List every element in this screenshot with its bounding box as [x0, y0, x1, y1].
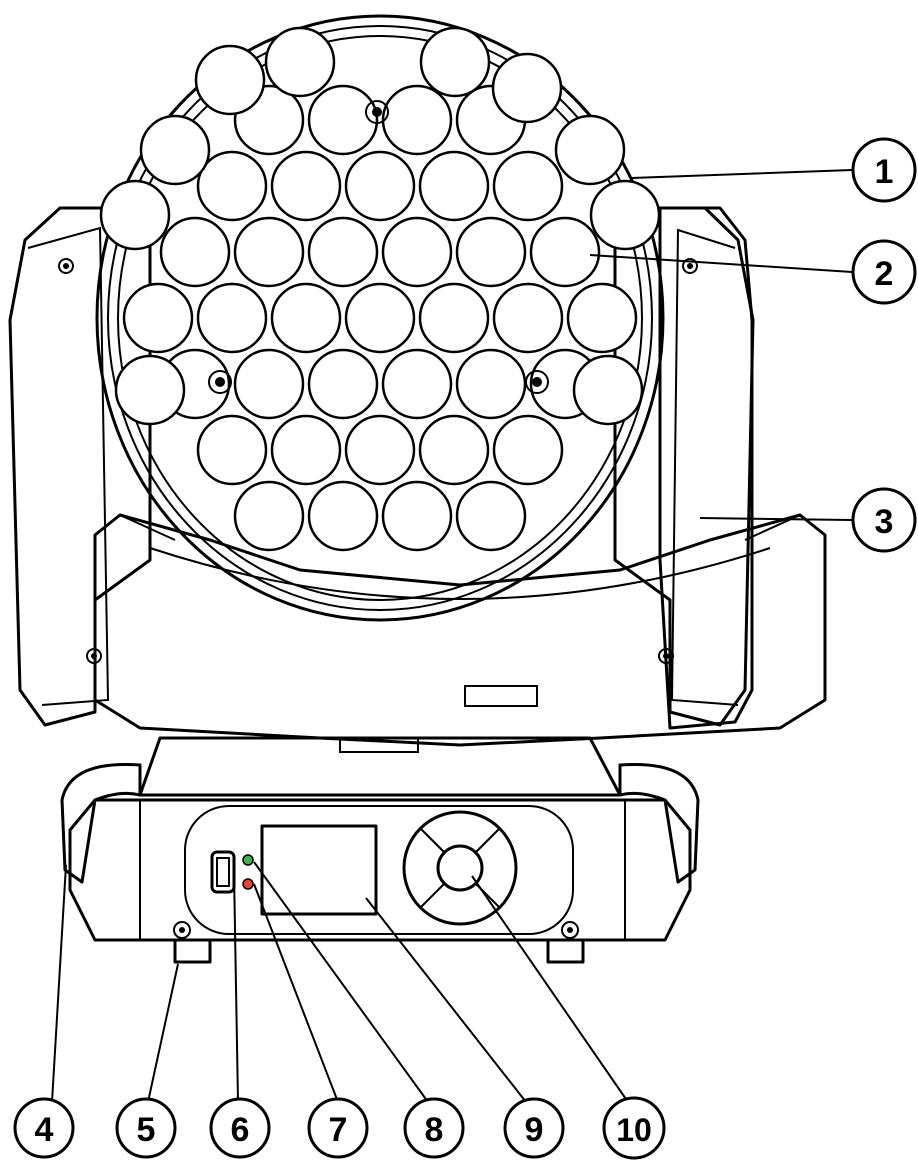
right-handle [618, 762, 700, 884]
screws [58, 258, 698, 664]
led-lens [572, 354, 644, 426]
svg-text:5: 5 [137, 1111, 156, 1149]
led-lens [381, 480, 453, 552]
led-lens [264, 26, 336, 98]
led-lens [139, 114, 211, 186]
led-lens [381, 348, 453, 420]
base [60, 736, 700, 964]
led-lens [307, 216, 379, 288]
led-lens [492, 150, 564, 222]
foot-left [173, 938, 212, 964]
led-lens [554, 114, 626, 186]
callout-2: 2 [851, 239, 917, 305]
callout-9: 9 [503, 1097, 565, 1159]
led-lens [270, 414, 342, 486]
led-lens [196, 414, 268, 486]
svg-text:9: 9 [525, 1111, 544, 1149]
led-lens [270, 150, 342, 222]
led-lens [492, 414, 564, 486]
callout-3: 3 [851, 487, 917, 553]
led-lens [418, 414, 490, 486]
led-lens [114, 354, 186, 426]
led-lens [196, 150, 268, 222]
svg-text:7: 7 [329, 1111, 348, 1149]
svg-text:10: 10 [616, 1112, 652, 1148]
led-lens [491, 52, 563, 124]
foot-right [546, 938, 585, 964]
left-handle [60, 762, 142, 884]
navigation-pad [402, 810, 518, 926]
svg-text:8: 8 [425, 1111, 444, 1149]
led-lens [233, 480, 305, 552]
led-lens [418, 282, 490, 354]
led-lens [455, 348, 527, 420]
enter-button [436, 844, 484, 892]
control-panel [184, 805, 574, 935]
led-lens [307, 84, 379, 156]
svg-text:6: 6 [231, 1111, 250, 1149]
callout-1: 1 [851, 137, 917, 203]
led-lens [455, 216, 527, 288]
led-lens [194, 44, 266, 116]
led-lens [566, 282, 638, 354]
led-lens [159, 216, 231, 288]
led-lens [233, 216, 305, 288]
leader-lines [51, 169, 853, 1103]
led-lens [307, 480, 379, 552]
led-lens [381, 216, 453, 288]
yoke [8, 206, 827, 747]
status-led-green [242, 854, 254, 866]
led-lens [455, 480, 527, 552]
callout-10: 10 [602, 1096, 666, 1160]
lcd-display [260, 824, 378, 916]
yoke-slot [464, 685, 538, 707]
svg-text:4: 4 [35, 1111, 54, 1149]
callout-4: 4 [13, 1097, 75, 1159]
led-lens [270, 282, 342, 354]
led-lens [589, 179, 661, 251]
led-lens [344, 282, 416, 354]
led-lens [196, 282, 268, 354]
svg-text:1: 1 [875, 153, 894, 191]
svg-text:2: 2 [875, 255, 894, 293]
led-lens [122, 282, 194, 354]
led-lens [419, 26, 491, 98]
callout-6: 6 [209, 1097, 271, 1159]
led-lens [381, 84, 453, 156]
led-lens [233, 348, 305, 420]
callout-5: 5 [115, 1097, 177, 1159]
head-screws [208, 100, 549, 394]
led-lens [492, 282, 564, 354]
led-lens [529, 216, 601, 288]
led-lens [344, 414, 416, 486]
led-lens [344, 150, 416, 222]
svg-text:3: 3 [875, 503, 894, 541]
callout-7: 7 [307, 1097, 369, 1159]
led-lens [418, 150, 490, 222]
led-lens [99, 179, 171, 251]
callout-8: 8 [403, 1097, 465, 1159]
status-led-red [242, 878, 254, 890]
led-lens [307, 348, 379, 420]
head [95, 14, 665, 622]
callouts: 1 2 3 4 5 6 7 8 9 10 [13, 137, 917, 1160]
led-array [99, 26, 661, 552]
